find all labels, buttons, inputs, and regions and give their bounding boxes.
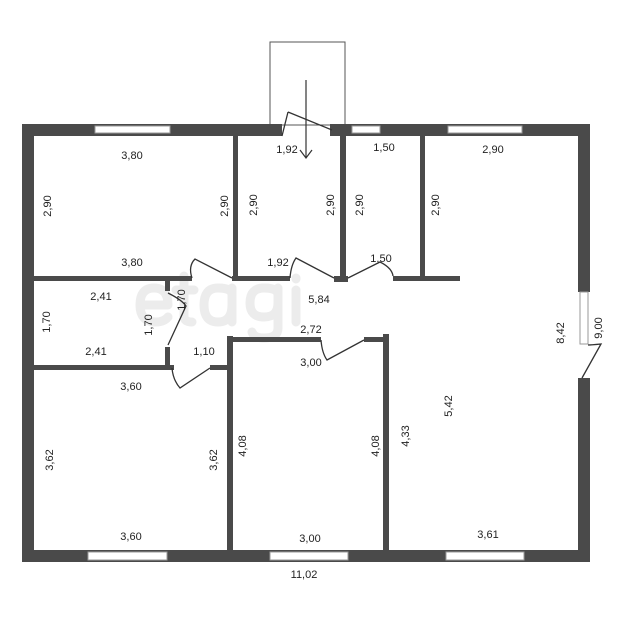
dimension-label: 2,90 <box>219 195 231 216</box>
dimension-label: 8,42 <box>555 322 567 343</box>
dimension-label: 2,90 <box>354 194 366 215</box>
dimension-label: 3,62 <box>44 449 56 470</box>
dimension-label: 9,00 <box>593 317 605 338</box>
windows <box>87 125 589 561</box>
dimension-label: 1,10 <box>193 346 214 358</box>
dimension-label: 2,41 <box>85 346 106 358</box>
dimension-label: 3,80 <box>121 150 142 162</box>
dimension-label: 2,41 <box>90 291 111 303</box>
dimension-label: 3,80 <box>121 257 142 269</box>
dimension-label: 1,70 <box>176 289 188 310</box>
dimension-label: 3,00 <box>300 357 321 369</box>
dimension-label: 4,08 <box>237 435 249 456</box>
dimension-label: 5,42 <box>443 395 455 416</box>
dimension-label: 2,90 <box>482 144 503 156</box>
dimension-label: 4,33 <box>400 425 412 446</box>
dimension-labels: 3,80 3,80 2,90 2,90 1,92 1,92 2,90 2,90 … <box>41 142 605 581</box>
entrance-porch <box>269 41 346 126</box>
doors <box>167 111 603 389</box>
dimension-label: 3,62 <box>208 449 220 470</box>
dimension-label: 5,84 <box>308 294 329 306</box>
dimension-label: 1,92 <box>276 144 297 156</box>
dimension-label: 11,02 <box>291 569 318 581</box>
dimension-label: 3,61 <box>477 529 498 541</box>
dimension-label: 4,08 <box>370 435 382 456</box>
dimension-label: 1,92 <box>267 257 288 269</box>
dimension-label: 3,60 <box>120 531 141 543</box>
dimension-label: 1,50 <box>370 253 391 265</box>
walls <box>22 124 590 562</box>
dimension-label: 1,70 <box>41 311 53 332</box>
dimension-label: 2,90 <box>430 194 442 215</box>
dimension-label: 1,70 <box>143 314 155 335</box>
dimension-label: 2,72 <box>300 324 321 336</box>
dimension-label: 2,90 <box>248 194 260 215</box>
dimension-label: 1,50 <box>373 142 394 154</box>
watermark-logo <box>135 271 301 343</box>
dimension-label: 3,60 <box>120 381 141 393</box>
dimension-label: 2,90 <box>42 195 54 216</box>
dimension-label: 3,00 <box>299 533 320 545</box>
dimension-label: 2,90 <box>325 194 337 215</box>
